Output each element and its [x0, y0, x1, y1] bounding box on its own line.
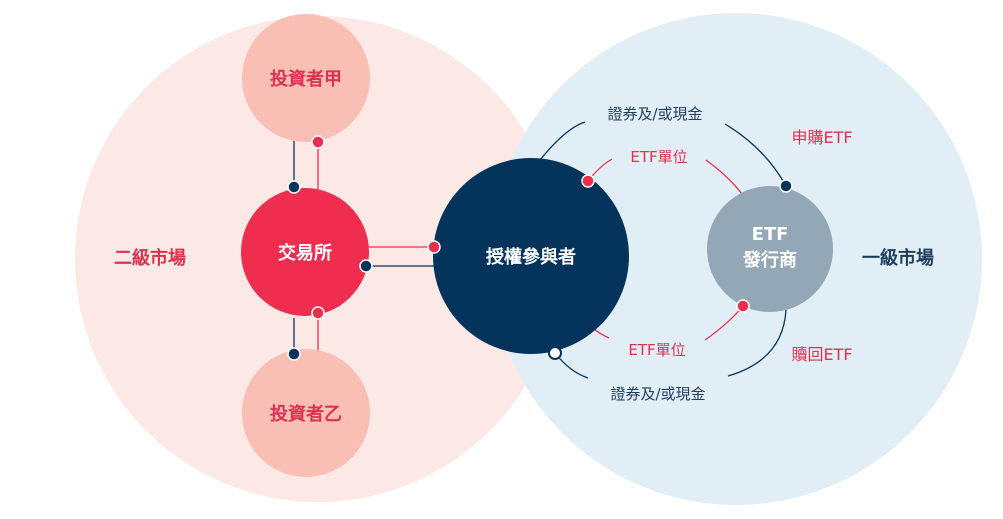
dot-exchange-ap-red	[427, 240, 441, 254]
etf-units-bottom-label: ETF單位	[628, 341, 685, 359]
dot-exchange-ap-navy	[359, 259, 373, 273]
etf-units-top-right-arc	[705, 159, 743, 195]
investor-a-node	[242, 14, 370, 142]
investor-b-label: 投資者乙	[270, 403, 342, 425]
dot-etf-units-bottom	[736, 299, 750, 313]
dot-etf-units-top	[581, 174, 595, 188]
cash-top-label: 證券及/或現金	[607, 105, 702, 123]
dot-cash-bottom	[548, 346, 562, 360]
subscribe-label: 申購ETF	[791, 128, 852, 147]
subscribe-arc	[724, 123, 787, 187]
authorized-participant-label: 授權參與者	[486, 246, 576, 268]
investor-a-label: 投資者甲	[270, 68, 342, 90]
issuer-label-line1: ETF	[752, 224, 789, 245]
redeem-arc	[727, 309, 787, 377]
dot-investor-b-red	[311, 306, 325, 320]
investor-b-node	[242, 349, 370, 477]
cash-bottom-label: 證券及/或現金	[610, 385, 705, 403]
redeem-label: 贖回ETF	[791, 345, 852, 364]
issuer-node	[707, 186, 833, 312]
etf-units-top-label: ETF單位	[630, 148, 687, 166]
exchange-node	[241, 188, 369, 316]
authorized-participant-node	[433, 158, 629, 354]
issuer-label-line2: 發行商	[742, 249, 797, 271]
primary-market-label: 一級市場	[862, 247, 934, 269]
secondary-market-label: 二級市場	[114, 247, 186, 269]
dot-investor-b-navy	[287, 347, 301, 361]
dot-investor-a-red	[311, 135, 325, 149]
dot-investor-a-navy	[287, 180, 301, 194]
exchange-label: 交易所	[278, 242, 332, 264]
cash-top-arc	[539, 121, 586, 161]
dot-subscribe	[779, 179, 793, 193]
